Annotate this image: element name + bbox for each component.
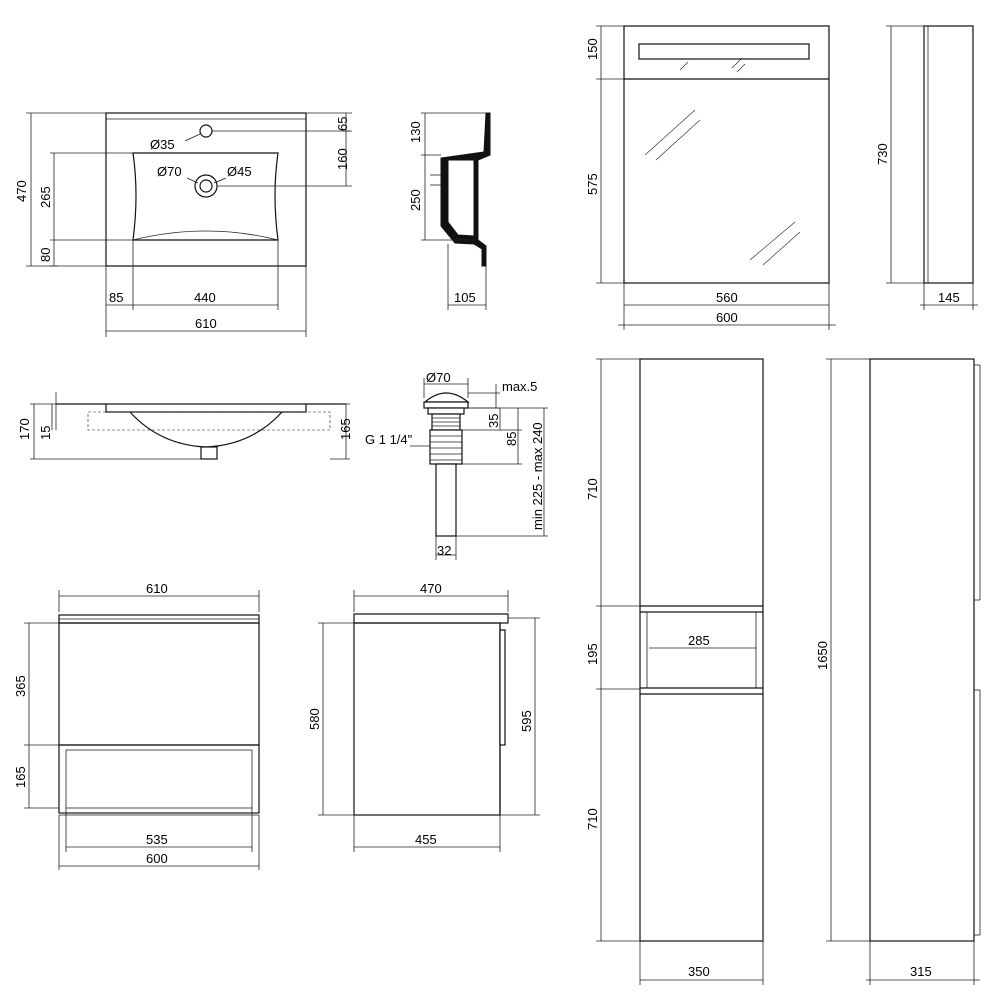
- drain-hole-outer: [194, 174, 218, 198]
- dim-cab-front-610: 610: [146, 581, 168, 596]
- dim-sink-top-85: 85: [109, 290, 123, 305]
- label-drain-range: min 225 - max 240: [530, 422, 545, 530]
- dim-sink-side-250: 250: [408, 189, 423, 211]
- label-d70: Ø70: [157, 164, 182, 179]
- dim-tall-front-350: 350: [688, 964, 710, 979]
- dim-cab-front-600: 600: [146, 851, 168, 866]
- dim-mirror-150: 150: [585, 38, 600, 60]
- dim-tall-front-195: 195: [585, 643, 600, 665]
- mirror-side-view: [886, 25, 978, 310]
- dim-cab-front-165: 165: [13, 766, 28, 788]
- dim-drain-32: 32: [437, 543, 451, 558]
- dim-sink-top-160: 160: [335, 148, 350, 170]
- label-max5: max.5: [502, 379, 537, 394]
- dim-tall-front-710-bottom: 710: [585, 808, 600, 830]
- mirror-front-view: [596, 25, 836, 330]
- dim-cab-side-455: 455: [415, 832, 437, 847]
- dim-sink-top-65: 65: [335, 117, 350, 131]
- dim-sink-front-165: 165: [338, 418, 353, 440]
- dim-sink-top-610: 610: [195, 316, 217, 331]
- sink-top-outline: [105, 112, 307, 267]
- cabinet-front-view: [24, 590, 260, 870]
- dim-tall-front-710-top: 710: [585, 478, 600, 500]
- dim-sink-side-130: 130: [408, 121, 423, 143]
- tall-cabinet-front-view: [596, 358, 764, 985]
- sink-top-view: [26, 112, 352, 337]
- label-g114: G 1 1/4": [365, 432, 413, 447]
- label-d35: Ø35: [150, 137, 175, 152]
- dim-drain-85: 85: [504, 432, 519, 446]
- sink-front-view: [30, 392, 350, 460]
- drain-assembly: [410, 378, 548, 560]
- dim-mirror-560: 560: [716, 290, 738, 305]
- sink-side-section: [421, 112, 491, 310]
- dim-sink-top-440: 440: [194, 290, 216, 305]
- label-d45: Ø45: [227, 164, 252, 179]
- dim-sink-top-470: 470: [14, 180, 29, 202]
- dim-cab-side-470: 470: [420, 581, 442, 596]
- dim-cab-front-535: 535: [146, 832, 168, 847]
- dim-sink-front-170: 170: [17, 418, 32, 440]
- dim-cab-side-595: 595: [519, 710, 534, 732]
- tap-hole: [199, 124, 213, 138]
- cabinet-side-view: [318, 590, 540, 852]
- dim-tall-front-285: 285: [688, 633, 710, 648]
- dim-tall-side-315: 315: [910, 964, 932, 979]
- dim-cab-side-580: 580: [307, 708, 322, 730]
- dim-tall-side-1650: 1650: [815, 641, 830, 670]
- dim-mirror-side-145: 145: [938, 290, 960, 305]
- dim-sink-top-80: 80: [38, 248, 53, 262]
- dim-mirror-575: 575: [585, 173, 600, 195]
- label-drain-d70: Ø70: [426, 370, 451, 385]
- drain-hole-inner: [199, 179, 213, 193]
- dim-sink-front-15: 15: [38, 426, 53, 440]
- dim-cab-front-365: 365: [13, 675, 28, 697]
- dim-sink-side-105: 105: [454, 290, 476, 305]
- dim-sink-top-265: 265: [38, 186, 53, 208]
- dim-mirror-600: 600: [716, 310, 738, 325]
- tall-cabinet-side-view: [826, 358, 981, 985]
- dim-drain-35: 35: [486, 414, 501, 428]
- dim-mirror-side-730: 730: [875, 143, 890, 165]
